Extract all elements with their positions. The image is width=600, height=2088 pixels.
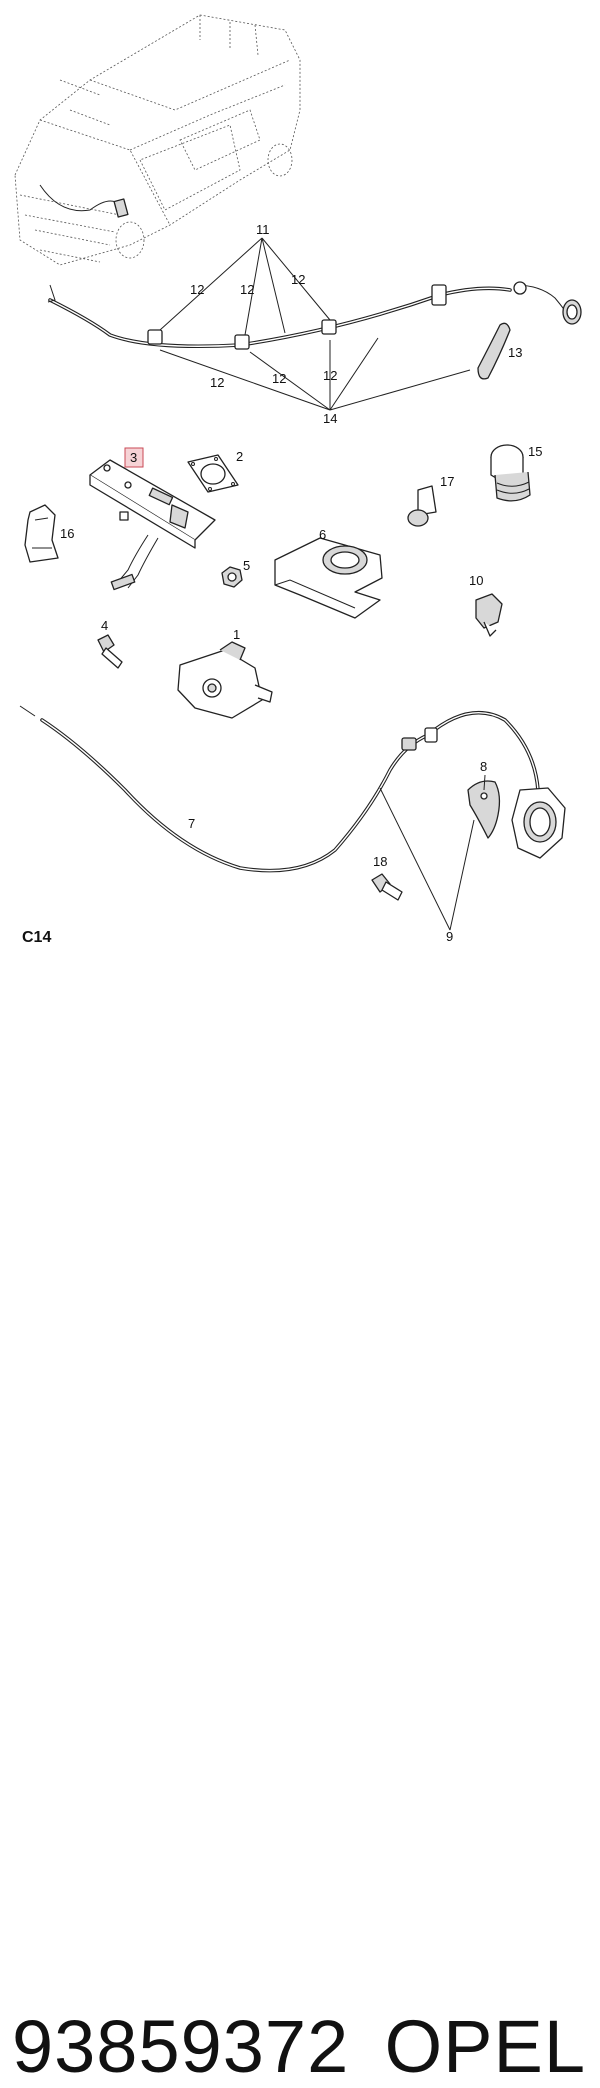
callout-11: 11 <box>256 222 270 237</box>
part-6-bracket <box>274 537 383 619</box>
part-10-clip <box>475 593 503 637</box>
parts-diagram: 11 12 12 12 12 12 12 13 14 3 2 15 17 16 … <box>14 14 582 946</box>
part-8-lever <box>467 780 501 839</box>
callout-7: 7 <box>188 816 195 831</box>
callout-8: 8 <box>480 759 487 774</box>
callout-9: 9 <box>446 929 453 944</box>
callout-5: 5 <box>243 558 250 573</box>
callout-12-e: 12 <box>272 371 286 386</box>
part-number: 93859372 <box>12 2005 350 2088</box>
callout-1: 1 <box>233 627 240 642</box>
lower-release-cable <box>19 705 566 873</box>
callout-12-d: 12 <box>210 375 224 390</box>
callout-2: 2 <box>236 449 243 464</box>
callout-17: 17 <box>440 474 454 489</box>
upper-release-cable <box>47 281 582 350</box>
callout-18: 18 <box>373 854 387 869</box>
footer: 93859372 OPEL <box>0 1000 600 2084</box>
part-4-bolt <box>97 634 123 669</box>
callout-13: 13 <box>508 345 522 360</box>
callout-10: 10 <box>469 573 483 588</box>
part-3-lock-carrier <box>89 459 216 591</box>
part-1-lock <box>177 641 273 719</box>
van-illustration <box>14 14 301 266</box>
brand-name: OPEL <box>384 2005 586 2088</box>
callout-16: 16 <box>60 526 74 541</box>
part-16-bracket <box>24 504 59 563</box>
callout-12-c: 12 <box>291 272 305 287</box>
figure-code: C14 <box>22 929 51 946</box>
callout-6: 6 <box>319 527 326 542</box>
callout-15: 15 <box>528 444 542 459</box>
callout-4: 4 <box>101 618 108 633</box>
callout-12-a: 12 <box>190 282 204 297</box>
callouts: 11 12 12 12 12 12 12 13 14 3 2 15 17 16 … <box>22 222 542 946</box>
callout-12-f: 12 <box>323 368 337 383</box>
callout-14: 14 <box>323 411 337 426</box>
part-13-lever <box>477 322 511 380</box>
part-17-clip <box>407 485 437 527</box>
leader-lines-top <box>159 237 471 411</box>
callout-3: 3 <box>130 450 137 465</box>
highlight-box-3 <box>124 447 144 468</box>
leader-lines-bottom <box>379 774 486 931</box>
part-15-buffer <box>490 444 531 502</box>
part-2-gasket <box>187 454 239 493</box>
part-5-nut <box>221 566 243 588</box>
part-18-bolt <box>371 873 403 901</box>
callout-12-b: 12 <box>240 282 254 297</box>
